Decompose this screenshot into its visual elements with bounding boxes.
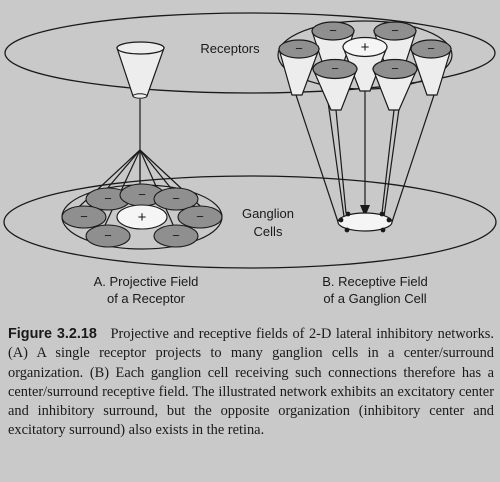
minus-sign: − xyxy=(104,228,112,243)
panel-a-receptor-cone xyxy=(116,41,165,99)
panel-b-receptor-cone: − xyxy=(312,58,358,111)
panel-b-center-receptor-cone: + xyxy=(342,36,388,92)
panel-b-receptor-cone: − xyxy=(372,58,418,111)
plus-sign: + xyxy=(138,209,147,226)
panel-a-title-line2: of a Receptor xyxy=(107,291,186,306)
panel-a-ganglion-cell: − xyxy=(153,187,199,211)
panel-a-title-line1: A. Projective Field xyxy=(94,274,199,289)
panel-a-ganglion-cell: − xyxy=(177,205,223,229)
minus-sign: − xyxy=(172,191,180,206)
minus-sign: − xyxy=(391,23,399,38)
panel-b-arrowhead xyxy=(360,205,370,217)
ganglion-cells-label-line2: Cells xyxy=(254,224,283,239)
minus-sign: − xyxy=(391,61,399,76)
panel-a-ganglion-cell: − xyxy=(85,187,131,211)
panel-a-ganglion-cell: − xyxy=(153,224,199,248)
plus-sign: + xyxy=(361,39,370,56)
minus-sign: − xyxy=(104,191,112,206)
panel-a-ganglion-cell: − xyxy=(61,205,107,229)
caption-text: Projective and receptive fields of 2-D l… xyxy=(8,326,494,439)
panel-b-title-line2: of a Ganglion Cell xyxy=(323,291,426,306)
panel-b-receptor-cone: − xyxy=(410,39,452,96)
minus-sign: − xyxy=(427,41,435,56)
minus-sign: − xyxy=(138,187,146,202)
panel-a-center-ganglion-cell: + xyxy=(116,204,168,230)
receptors-label: Receptors xyxy=(200,41,260,56)
figure-number: Figure 3.2.18 xyxy=(8,326,97,342)
minus-sign: − xyxy=(196,209,204,224)
minus-sign: − xyxy=(295,41,303,56)
panel-b-receptor-cone: − xyxy=(278,39,320,96)
receptor-layer-plane xyxy=(4,12,496,94)
minus-sign: − xyxy=(172,228,180,243)
panel-b-ganglion-cell xyxy=(337,211,393,233)
panel-a-ganglion-cell: − xyxy=(85,224,131,248)
ganglion-layer-plane xyxy=(3,175,497,269)
minus-sign: − xyxy=(329,23,337,38)
ganglion-cells-label-line1: Ganglion xyxy=(242,206,294,221)
projective-receptive-field-diagram: − − − − − − − + xyxy=(3,12,497,306)
figure-caption: Figure 3.2.18 Projective and receptive f… xyxy=(8,325,494,441)
panel-b-title-line1: B. Receptive Field xyxy=(322,274,428,289)
minus-sign: − xyxy=(80,209,88,224)
minus-sign: − xyxy=(331,61,339,76)
